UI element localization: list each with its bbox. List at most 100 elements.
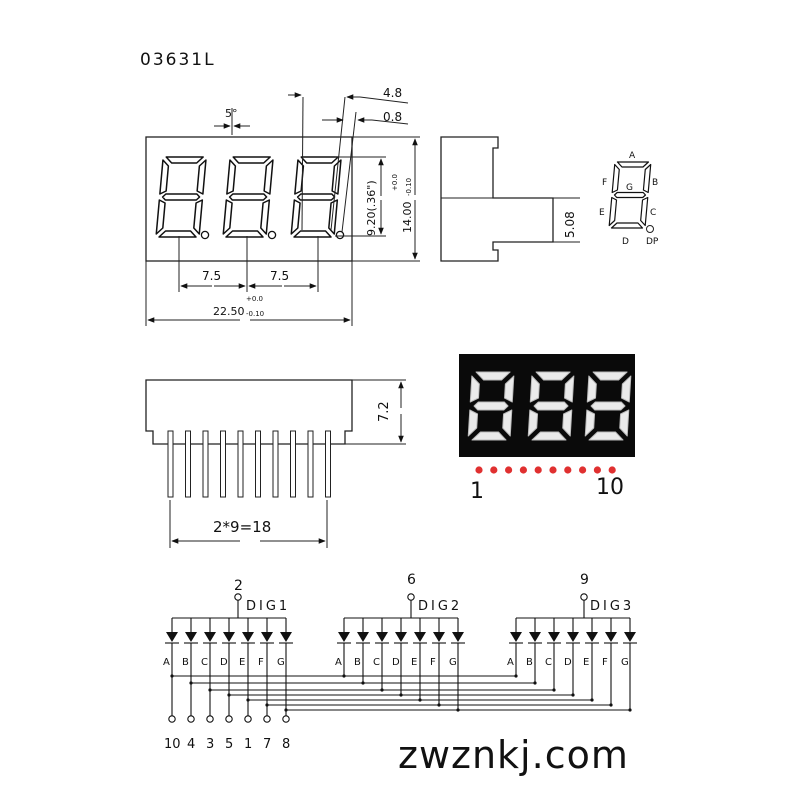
bottom-pin-1 [167,430,174,498]
photo-pin-last-label: 10 [596,475,624,500]
segment-b [196,159,207,195]
segment-label-G: G [277,657,285,668]
photo-pin-dot-7 [564,466,572,474]
segment-label-B: B [182,657,189,668]
front-digit-3 [290,156,345,240]
seg-label-dp: DP [646,237,659,247]
bottom-pin-8 [290,430,296,498]
segment-g [228,193,268,201]
segment-label-A: A [335,657,342,668]
photo-digit-3 [584,371,632,441]
segment-e [290,199,301,235]
dig3-label: DIG3 [590,599,634,614]
seg-label-f: F [602,178,607,188]
seg-label-d: D [622,237,629,247]
segment-label-E: E [239,657,245,668]
segment-b [331,159,342,195]
segment-a [232,156,271,164]
segment-a [300,156,339,164]
segment-d [293,230,332,238]
dim-height: 14.00 [401,202,414,234]
segment-a [616,161,650,168]
dim-height-tol-plus: +0.0 [391,174,399,191]
segment-pin-B [187,715,195,723]
photo-pin-dot-9 [593,466,602,474]
segment-pin-E [244,715,252,723]
segment-e [527,409,539,437]
segment-d [471,431,507,441]
bottom-pin-5 [237,430,244,498]
photo-pin-dots [475,466,616,474]
front-digit-2 [222,156,277,240]
segment-e [467,409,479,437]
photo-pin-dot-5 [534,466,542,474]
segment-pin-number-C: 3 [206,737,214,752]
diode-A [510,632,522,642]
segment-pin-D [225,715,233,723]
segment-g [613,191,647,199]
bottom-pin-9 [307,430,314,498]
dig2-pin-number: 6 [407,572,416,588]
diode-E [242,632,254,642]
dim-depth: 5.08 [563,211,577,238]
segment-c [619,409,630,437]
diode-G [624,632,636,642]
segment-c [502,409,513,437]
segment-d [531,431,567,441]
segment-f [226,159,237,195]
segment-e [608,196,618,227]
bottom-pin-3 [202,430,209,498]
segment-label-G: G [449,657,457,668]
photo-digit-2 [527,371,575,441]
segment-label-B: B [354,657,361,668]
photo-digits [467,371,632,441]
front-body [145,136,353,262]
segment-dp-dot [646,225,654,233]
segment-e [155,199,166,235]
segment-label-A: A [163,657,170,668]
segment-a [165,156,204,164]
bottom-pin-4 [220,430,226,498]
photo-pin-dot-8 [579,466,587,474]
segment-dp [335,230,345,240]
segment-g [296,193,336,201]
diode-C [548,632,560,642]
seg-label-a: A [629,151,636,161]
digit-3-common-pin [580,593,588,601]
photo-pin-dot-10 [608,466,616,474]
dig3-pin-number: 9 [580,572,589,588]
diode-A [338,632,350,642]
segment-map-digit [608,161,652,229]
segment-label-A: A [507,657,514,668]
photo-pin-dot-3 [505,466,513,474]
diode-E [586,632,598,642]
segment-a [475,371,511,381]
segment-pin-number-D: 5 [225,737,233,752]
digit-2-common-pin [407,593,415,601]
dim-width: 22.50 [213,305,245,318]
diode-B [357,632,369,642]
part-number: 03631L [140,50,216,70]
photo-pin-dot-1 [475,466,483,474]
dim-width-tol-plus: +0.0 [246,295,263,303]
segment-label-C: C [201,657,208,668]
segment-b [564,375,575,403]
side-view: 5.08 [440,136,580,262]
segment-d [588,431,624,441]
dim-pitch-1: 7.5 [202,269,221,283]
diode-F [605,632,617,642]
bottom-pin-10 [325,430,331,498]
segment-b [642,163,652,194]
dig2-label: DIG2 [418,599,462,614]
segment-dp [200,230,210,240]
segment-c [260,199,271,235]
bottom-pins [167,430,331,498]
segment-f [529,375,540,403]
watermark: zwznkj.com [398,733,629,777]
segment-label-C: C [373,657,380,668]
diode-G [452,632,464,642]
segment-b [504,375,515,403]
